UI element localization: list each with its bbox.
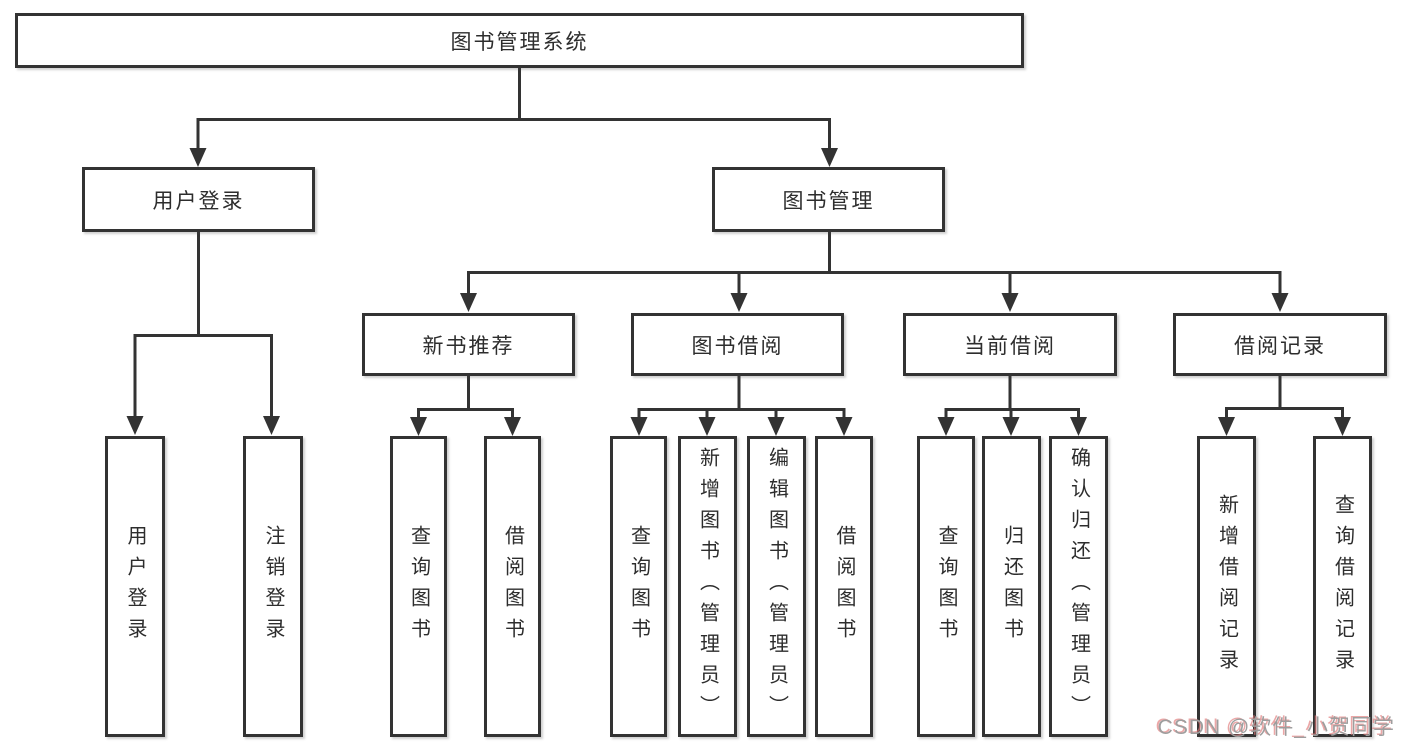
node-label: 用户登录	[152, 189, 245, 213]
node-book-management: 图书管理	[712, 167, 945, 232]
node-label: 借阅记录	[1234, 334, 1326, 358]
leaf-label: 用户登录	[124, 524, 146, 649]
leaf-query-books-current: 查询图书	[917, 436, 975, 737]
node-label: 新书推荐	[422, 334, 515, 358]
leaf-user-login: 用户登录	[105, 436, 165, 737]
node-user-login: 用户登录	[82, 167, 315, 232]
leaf-query-borrow-record: 查询借阅记录	[1313, 436, 1372, 737]
node-label: 图书借阅	[691, 334, 784, 358]
leaf-label: 编辑图书（管理员）	[765, 447, 788, 726]
node-label: 图书管理	[782, 189, 875, 213]
leaf-add-book-admin: 新增图书（管理员）	[678, 436, 737, 737]
leaf-add-borrow-record: 新增借阅记录	[1197, 436, 1256, 737]
leaf-borrow-books: 借阅图书	[815, 436, 873, 737]
leaf-label: 查询借阅记录	[1331, 493, 1354, 680]
leaf-logout: 注销登录	[243, 436, 303, 737]
node-current-borrowing: 当前借阅	[903, 313, 1117, 376]
leaf-return-books: 归还图书	[982, 436, 1041, 737]
leaf-label: 借阅图书	[833, 524, 855, 649]
leaf-label: 查询图书	[935, 524, 957, 649]
node-library-system: 图书管理系统	[15, 13, 1024, 68]
leaf-label: 查询图书	[407, 524, 430, 649]
leaf-edit-book-admin: 编辑图书（管理员）	[747, 436, 806, 737]
leaf-label: 新增借阅记录	[1215, 493, 1238, 680]
leaf-label: 归还图书	[1000, 524, 1023, 649]
leaf-confirm-return-admin: 确认归还（管理员）	[1049, 436, 1108, 737]
node-label: 当前借阅	[964, 334, 1056, 358]
leaf-query-books-borrowing: 查询图书	[610, 436, 667, 737]
node-label: 图书管理系统	[450, 30, 589, 54]
leaf-label: 注销登录	[262, 524, 284, 649]
leaf-borrow-books-recommend: 借阅图书	[484, 436, 541, 737]
leaf-query-books-recommend: 查询图书	[390, 436, 447, 737]
connector-segments	[133, 68, 1344, 419]
leaf-label: 新增图书（管理员）	[696, 447, 719, 726]
node-borrowing-records: 借阅记录	[1173, 313, 1387, 376]
leaf-label: 借阅图书	[501, 524, 524, 649]
leaf-label: 确认归还（管理员）	[1067, 447, 1090, 726]
leaf-label: 查询图书	[627, 524, 650, 649]
node-book-borrowing: 图书借阅	[631, 313, 844, 376]
node-new-book-recommendation: 新书推荐	[362, 313, 575, 376]
